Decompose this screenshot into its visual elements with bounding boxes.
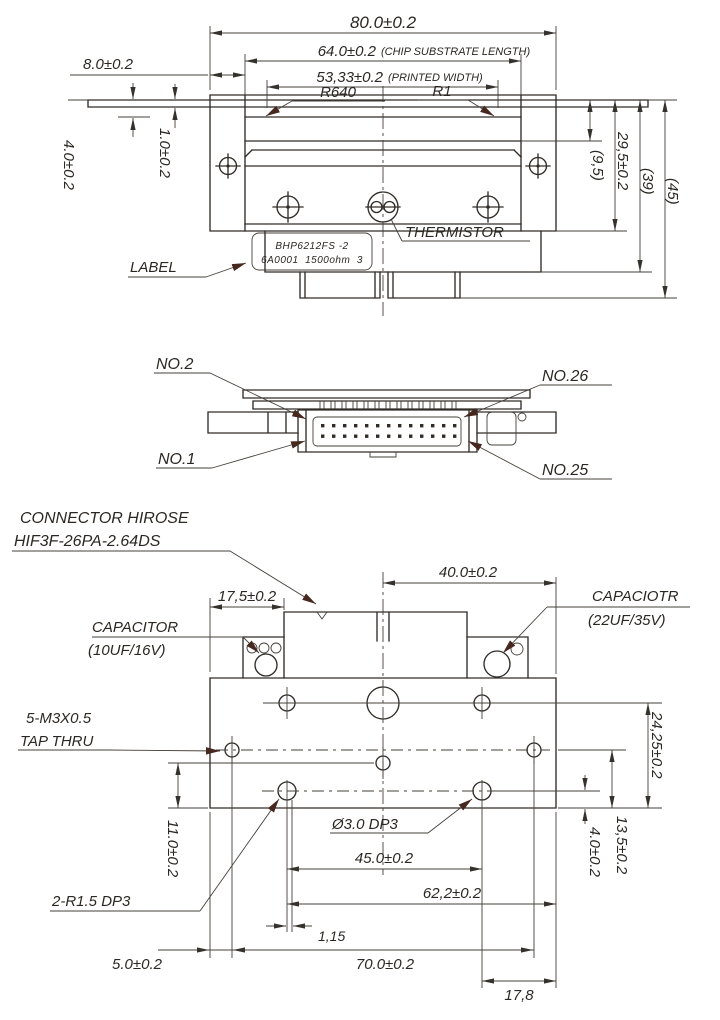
- pcb-pad-ticks: [319, 401, 457, 409]
- front-view-geometry: [207, 389, 557, 458]
- dim-4: 4.0±0.2: [586, 827, 603, 878]
- dim-printed-width: 53,33±0.2: [316, 69, 383, 86]
- dim-substrate-note: (CHIP SUBSTRATE LENGTH): [381, 46, 530, 58]
- callout-r640: R640: [320, 84, 357, 101]
- dim-13-5: 13,5±0.2: [613, 816, 630, 875]
- dim-height-4: 4.0±0.2: [60, 140, 77, 191]
- front-view-leaders: [154, 372, 612, 480]
- dim-11: 11.0±0.2: [164, 820, 181, 878]
- dim-substrate-length: 64.0±0.2: [318, 43, 377, 60]
- connector-pin-dots: [321, 424, 457, 438]
- top-view-geometry: [87, 94, 649, 299]
- top-view: 80.0±0.2 64.0±0.2 (CHIP SUBSTRATE LENGTH…: [60, 13, 681, 316]
- pin-label-no26: NO.26: [542, 368, 588, 385]
- callout-connector-line2: HIF3F-26PA-2.64DS: [14, 533, 161, 550]
- callout-capacitor-left-line1: CAPACITOR: [92, 619, 178, 636]
- dim-5: 5.0±0.2: [112, 956, 163, 973]
- dim-printed-note: (PRINTED WIDTH): [388, 72, 483, 84]
- callout-capacitor-right-line1: CAPACIOTR: [592, 588, 679, 605]
- dim-ref-45: (45): [664, 178, 681, 205]
- pin-label-no2: NO.2: [156, 356, 193, 373]
- dim-17-8: 17,8: [504, 987, 534, 1004]
- dim-70: 70.0±0.2: [356, 956, 415, 973]
- dim-1-15: 1,15: [318, 928, 345, 944]
- dim-height-29-5: 29,5±0.2: [614, 131, 631, 191]
- callout-thermistor: THERMISTOR: [405, 224, 504, 241]
- bottom-view: CONNECTOR HIROSE HIF3F-26PA-2.64DS CAPAC…: [12, 510, 690, 1004]
- bottom-view-centermarks: [231, 687, 535, 779]
- dim-overall-width: 80.0±0.2: [350, 13, 417, 32]
- bottom-view-dimensions: [12, 550, 690, 988]
- callout-label: LABEL: [130, 259, 177, 276]
- dim-ref-39: (39): [639, 168, 656, 195]
- dim-edge-offset: 8.0±0.2: [83, 56, 134, 73]
- pin-label-no1: NO.1: [158, 451, 195, 468]
- callout-capacitor-left-line2: (10UF/16V): [88, 642, 166, 659]
- label-model-text: BHP6212FS -2: [275, 241, 348, 252]
- dim-62-2: 62,2±0.2: [423, 885, 482, 902]
- dim-40: 40.0±0.2: [439, 564, 498, 581]
- dim-17-5: 17,5±0.2: [218, 588, 277, 605]
- dim-45: 45.0±0.2: [355, 850, 414, 867]
- callout-corner-radius: 2-R1.5 DP3: [51, 893, 131, 910]
- callout-connector-line1: CONNECTOR HIROSE: [20, 510, 189, 527]
- callout-hole-diameter: Ø3.0 DP3: [331, 816, 399, 833]
- callout-tap-line1: 5-M3X0.5: [26, 710, 92, 727]
- dim-height-1: 1.0±0.2: [156, 128, 173, 179]
- label-serial-text: 6A0001 1500ohm 3: [261, 255, 363, 266]
- front-view: NO.2 NO.26 NO.1 NO.25: [154, 356, 612, 480]
- callout-tap-line2: TAP THRU: [20, 733, 93, 750]
- callout-capacitor-right-line2: (22UF/35V): [588, 612, 666, 629]
- dim-24-25: 24,25±0.2: [648, 711, 665, 779]
- callout-r1: R1: [432, 83, 451, 100]
- pin-label-no25: NO.25: [542, 462, 588, 479]
- dim-ref-9-5: (9,5): [589, 150, 606, 181]
- top-view-dimensions: [68, 26, 677, 299]
